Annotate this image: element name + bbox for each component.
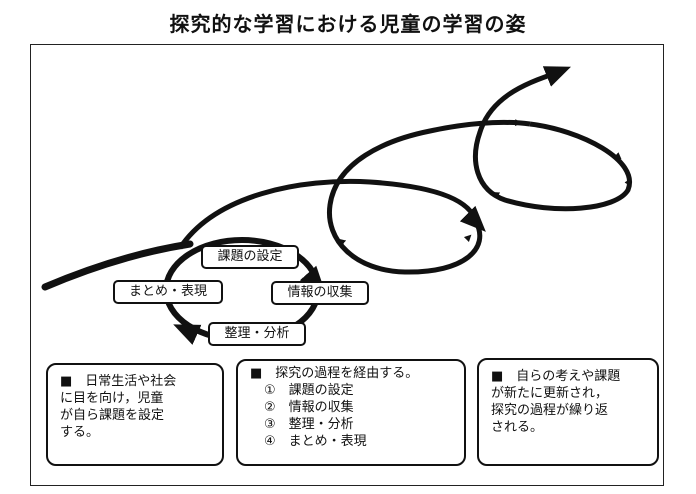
stage-seiri-bunseki: 整理・分析 — [208, 322, 306, 346]
diagram-frame — [30, 44, 664, 486]
spiral-link-1 — [177, 178, 479, 250]
note-text: ② 情報の収集 — [264, 400, 354, 415]
diagram-title: 探究的な学習における児童の学習の姿 — [169, 12, 527, 36]
note-middle: ■ 探究の過程を経由する。 ① 課題の設定 ② 情報の収集 ③ 整理・分析 ④ … — [236, 359, 466, 466]
note-text: が新たに更新され， — [491, 386, 609, 401]
note-text: ③ 整理・分析 — [264, 417, 354, 432]
entry-arrow — [41, 240, 194, 291]
note-left: ■ 日常生活や社会 に目を向け，児童 が自ら課題を設定 する。 — [46, 363, 224, 466]
note-text: ■ 日常生活や社会 — [60, 374, 177, 389]
stage-kadai-settei: 課題の設定 — [201, 245, 299, 269]
stage-jouhou-shuushuu: 情報の収集 — [271, 281, 369, 305]
cycle-2-arrow — [463, 234, 472, 243]
note-text: ① 課題の設定 — [264, 383, 354, 398]
note-text: ■ 自らの考えや課題 — [491, 369, 621, 384]
cycle-2 — [326, 119, 531, 275]
note-text: ④ まとめ・表現 — [264, 434, 367, 449]
note-text: 探究の過程が繰り返 — [491, 403, 609, 418]
cycle-3 — [473, 69, 633, 212]
note-text: に目を向け，児童 — [60, 391, 164, 406]
note-right: ■ 自らの考えや課題 が新たに更新され， 探究の過程が繰り返 される。 — [477, 358, 659, 466]
note-text: が自ら課題を設定 — [60, 408, 165, 423]
note-text: する。 — [60, 425, 100, 440]
note-text: ■ 探究の過程を経由する。 — [250, 366, 419, 381]
stage-matome-hyougen: まとめ・表現 — [113, 280, 223, 304]
note-text: される。 — [491, 420, 544, 435]
